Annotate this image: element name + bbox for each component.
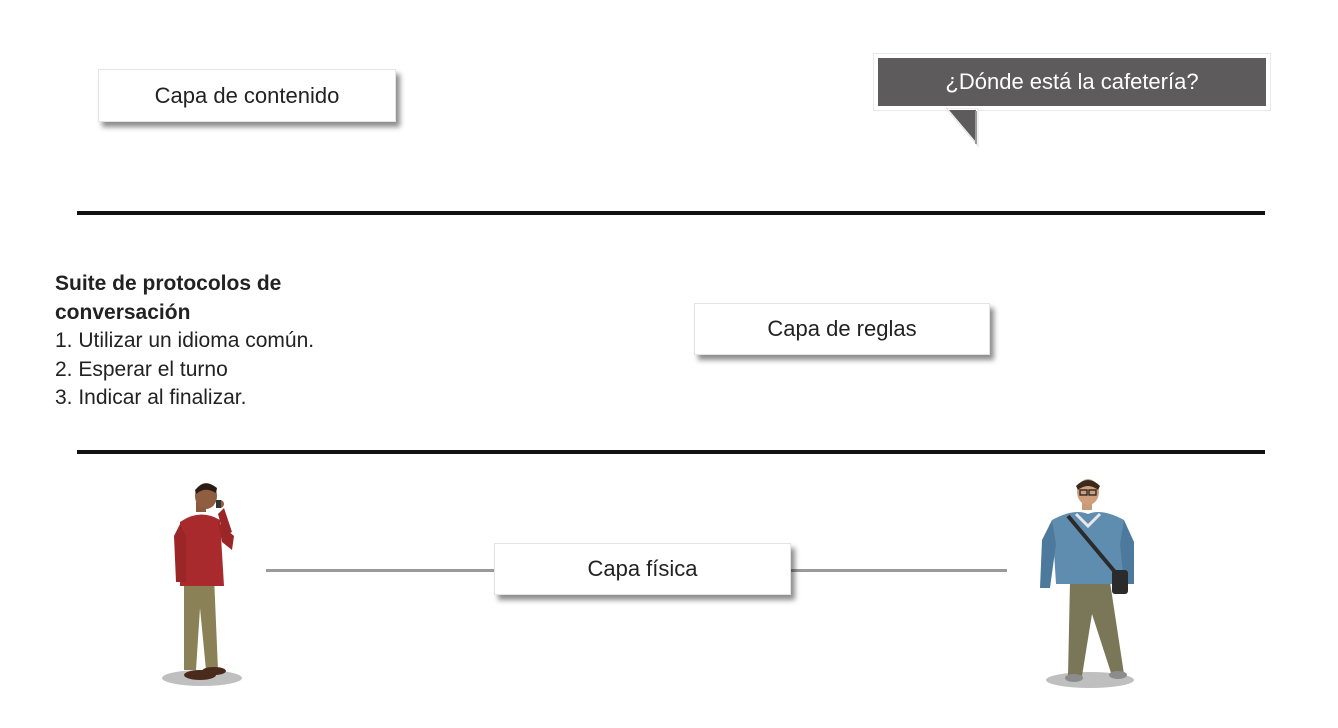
speech-bubble-body: ¿Dónde está la cafetería? (878, 58, 1266, 106)
protocol-rule-1: 1. Utilizar un idioma común. (55, 329, 315, 352)
person-right-icon (1040, 479, 1134, 688)
protocol-suite: Suite de protocolos de conversación 1. U… (55, 270, 335, 413)
person-left-icon (162, 483, 242, 686)
layer-divider-top (77, 211, 1265, 215)
physical-link-right (789, 569, 1007, 572)
content-layer-text: Capa de contenido (154, 82, 340, 108)
content-layer-label: Capa de contenido (98, 69, 396, 122)
physical-layer-text: Capa física (587, 556, 698, 581)
rules-layer-label: Capa de reglas (694, 303, 990, 355)
protocol-suite-title: Suite de protocolos de conversación (55, 272, 282, 324)
layer-divider-bottom (77, 450, 1265, 454)
speech-bubble-tail (945, 108, 979, 148)
physical-layer-label: Capa física (494, 543, 791, 595)
rules-layer-text: Capa de reglas (767, 316, 917, 341)
protocol-rule-2: 2. Esperar el turno (55, 357, 228, 381)
speech-bubble-text: ¿Dónde está la cafetería? (945, 69, 1199, 94)
speech-bubble: ¿Dónde está la cafetería? (873, 53, 1271, 111)
physical-link-left (266, 569, 494, 572)
protocol-rule-3: 3. Indicar al finalizar. (55, 386, 247, 409)
